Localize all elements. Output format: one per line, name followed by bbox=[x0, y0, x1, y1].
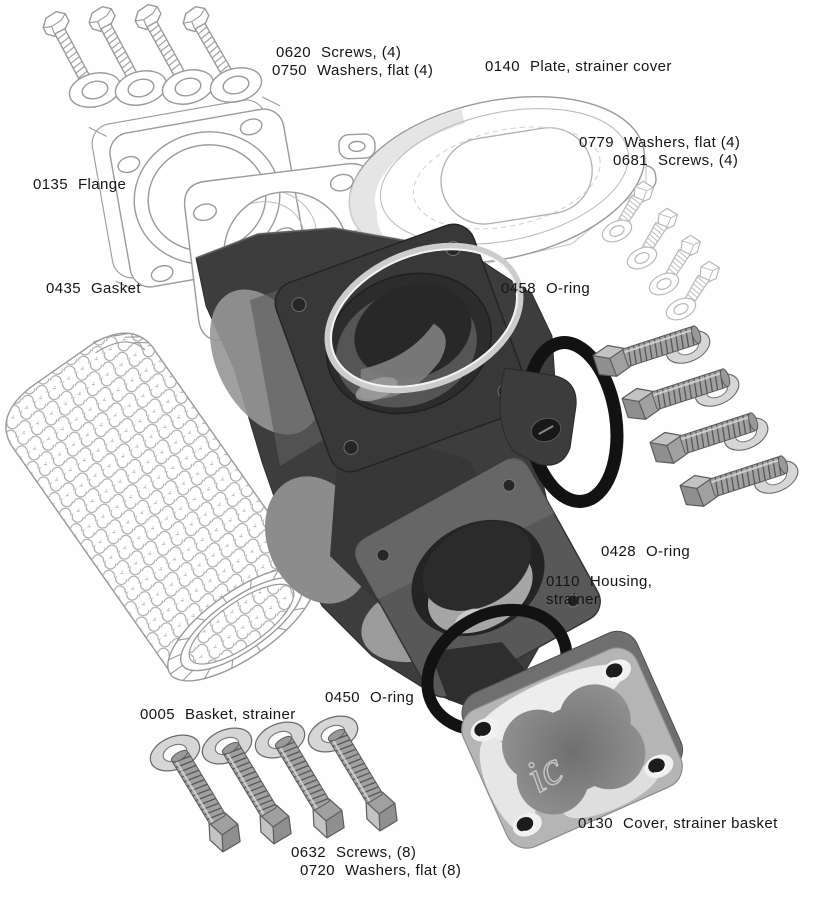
part-label-0435: 0435 Gasket bbox=[46, 280, 141, 298]
part-number: 0632 bbox=[291, 844, 326, 861]
part-name: Cover, strainer basket bbox=[622, 815, 778, 832]
part-label-0135: 0135 Flange bbox=[33, 176, 126, 194]
part-label-0130: 0130 Cover, strainer basket bbox=[578, 815, 778, 833]
part-name-line2: strainer bbox=[546, 591, 600, 608]
washers-0779-graphic bbox=[598, 215, 700, 325]
part-label-0005: 0005 Basket, strainer bbox=[140, 706, 296, 724]
part-label-0110: 0110 Housing, strainer bbox=[546, 573, 652, 609]
part-label-0681: 0681 Screws, (4) bbox=[613, 152, 738, 170]
part-number: 0005 bbox=[140, 706, 175, 723]
part-number: 0435 bbox=[46, 280, 81, 297]
part-name: Screws, (8) bbox=[335, 844, 417, 861]
part-number: 0458 bbox=[501, 280, 536, 297]
washers-0750-graphic bbox=[65, 62, 266, 113]
part-number: 0681 bbox=[613, 152, 648, 169]
oring-0458-graphic bbox=[324, 242, 524, 394]
basket-graphic bbox=[5, 332, 316, 682]
part-number: 0140 bbox=[485, 58, 520, 75]
part-label-0458: 0458 O-ring bbox=[501, 280, 590, 298]
part-name: Basket, strainer bbox=[184, 706, 296, 723]
cover-0130-graphic: ic bbox=[461, 630, 684, 849]
part-name: Housing, bbox=[589, 573, 653, 590]
part-label-0632: 0632 Screws, (8) bbox=[291, 844, 416, 862]
screws-0632-right-graphic bbox=[590, 316, 804, 513]
part-name: Washers, flat (8) bbox=[344, 862, 462, 879]
part-label-0140: 0140 Plate, strainer cover bbox=[485, 58, 672, 76]
strainer-cover-plate-graphic bbox=[338, 95, 657, 281]
part-label-0620: 0620 Screws, (4) bbox=[276, 44, 401, 62]
part-name: Screws, (4) bbox=[320, 44, 402, 61]
part-name: Plate, strainer cover bbox=[529, 58, 672, 75]
housing-graphic bbox=[195, 223, 624, 716]
part-name: O-ring bbox=[545, 280, 591, 297]
part-number: 0620 bbox=[276, 44, 311, 61]
part-number: 0428 bbox=[601, 543, 636, 560]
part-label-0720: 0720 Washers, flat (8) bbox=[300, 862, 461, 880]
part-number: 0720 bbox=[300, 862, 335, 879]
part-label-0428: 0428 O-ring bbox=[601, 543, 690, 561]
part-label-0750: 0750 Washers, flat (4) bbox=[272, 62, 433, 80]
part-name: Flange bbox=[77, 176, 127, 193]
part-number: 0450 bbox=[325, 689, 360, 706]
part-number: 0110 bbox=[546, 573, 580, 590]
part-number: 0135 bbox=[33, 176, 68, 193]
part-name: O-ring bbox=[369, 689, 415, 706]
part-label-0450: 0450 O-ring bbox=[325, 689, 414, 707]
part-name: O-ring bbox=[645, 543, 691, 560]
part-name: Gasket bbox=[90, 280, 141, 297]
part-number: 0750 bbox=[272, 62, 307, 79]
part-label-0779: 0779 Washers, flat (4) bbox=[579, 134, 740, 152]
part-number: 0779 bbox=[579, 134, 614, 151]
part-number: 0130 bbox=[578, 815, 613, 832]
part-name: Washers, flat (4) bbox=[623, 134, 741, 151]
screws-0632-bottom-graphic bbox=[144, 708, 405, 856]
part-name: Screws, (4) bbox=[657, 152, 739, 169]
part-name: Washers, flat (4) bbox=[316, 62, 434, 79]
